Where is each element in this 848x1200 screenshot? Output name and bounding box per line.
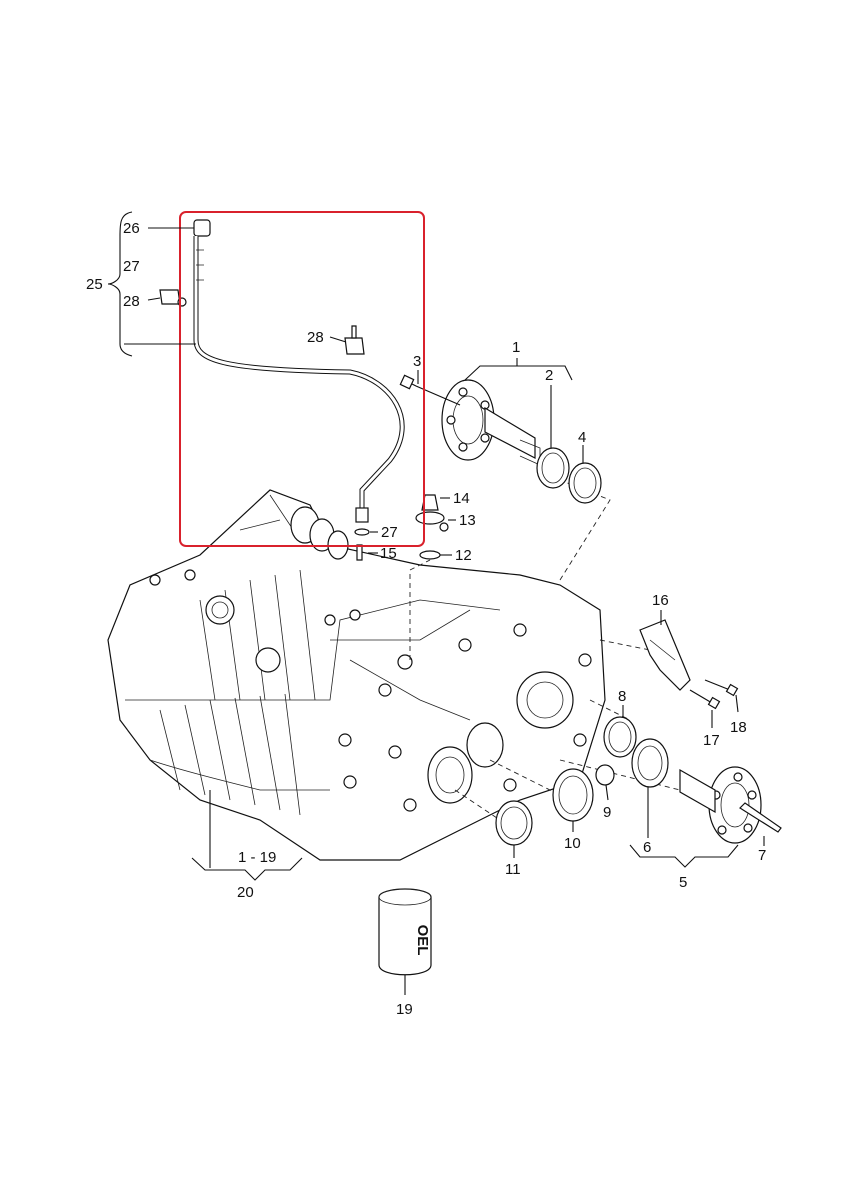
callout-15: 15 bbox=[380, 545, 397, 562]
oil-container-marking: OEL bbox=[414, 925, 431, 956]
callout-14: 14 bbox=[453, 490, 470, 507]
seal-27 bbox=[354, 528, 370, 536]
callout-2: 2 bbox=[545, 367, 553, 384]
callout-25: 25 bbox=[86, 276, 103, 293]
callout-9: 9 bbox=[603, 804, 611, 821]
output-flange-upper bbox=[441, 379, 541, 466]
callout-3: 3 bbox=[413, 353, 421, 370]
transmission-housing bbox=[107, 489, 606, 861]
callout-16: 16 bbox=[652, 592, 669, 609]
callout-28-line: 28 bbox=[307, 329, 324, 346]
bolt-3 bbox=[399, 374, 461, 406]
highlight-box bbox=[179, 211, 425, 547]
callout-27-line: 27 bbox=[381, 524, 398, 541]
plug-9 bbox=[595, 764, 615, 786]
leader-lines bbox=[107, 211, 765, 995]
callout-1: 1 bbox=[512, 339, 520, 356]
callout-19: 19 bbox=[396, 1001, 413, 1018]
bolt-17 bbox=[689, 689, 721, 710]
callout-13: 13 bbox=[459, 512, 476, 529]
seal-ring-6 bbox=[631, 738, 669, 788]
seal-13 bbox=[415, 511, 445, 525]
output-flange-lower bbox=[679, 766, 782, 844]
seal-ring-8 bbox=[603, 716, 637, 758]
callout-18: 18 bbox=[730, 719, 747, 736]
callout-6: 6 bbox=[643, 839, 651, 856]
bolt-18 bbox=[704, 679, 739, 697]
callout-4: 4 bbox=[578, 429, 586, 446]
callout-labels: 26 27 25 28 28 27 15 3 1 2 4 14 13 12 16… bbox=[86, 220, 766, 1018]
callout-7: 7 bbox=[758, 847, 766, 864]
circlip-2 bbox=[536, 447, 570, 489]
callout-range-1-19: 1 - 19 bbox=[238, 849, 276, 866]
callout-8: 8 bbox=[618, 688, 626, 705]
housing-oil-port bbox=[397, 654, 413, 670]
housing-port bbox=[205, 595, 235, 625]
callout-11: 11 bbox=[505, 861, 521, 878]
housing-flange-opening-right bbox=[516, 671, 574, 729]
bracket-16 bbox=[639, 619, 691, 691]
callout-20: 20 bbox=[237, 884, 254, 901]
clip-28-upper bbox=[159, 289, 181, 305]
line-union bbox=[355, 507, 369, 523]
callout-10: 10 bbox=[564, 835, 581, 852]
callout-17: 17 bbox=[703, 732, 720, 749]
washer-12 bbox=[419, 550, 441, 560]
callout-28-group: 28 bbox=[123, 293, 140, 310]
callout-26: 26 bbox=[123, 220, 140, 237]
oil-container-19: OEL bbox=[378, 888, 432, 976]
cap-26 bbox=[193, 219, 211, 237]
sleeve-15 bbox=[356, 544, 363, 561]
oil-line-assembly bbox=[159, 219, 405, 536]
housing-flange-opening-left bbox=[427, 746, 473, 804]
callout-5: 5 bbox=[679, 874, 687, 891]
callout-27-group: 27 bbox=[123, 258, 140, 275]
fitting-12-15 bbox=[356, 494, 449, 561]
cover-11 bbox=[495, 800, 533, 846]
seal-ring-4 bbox=[568, 462, 602, 504]
callout-12: 12 bbox=[455, 547, 472, 564]
clip-28-lower bbox=[344, 337, 365, 355]
cover-10 bbox=[552, 768, 594, 822]
